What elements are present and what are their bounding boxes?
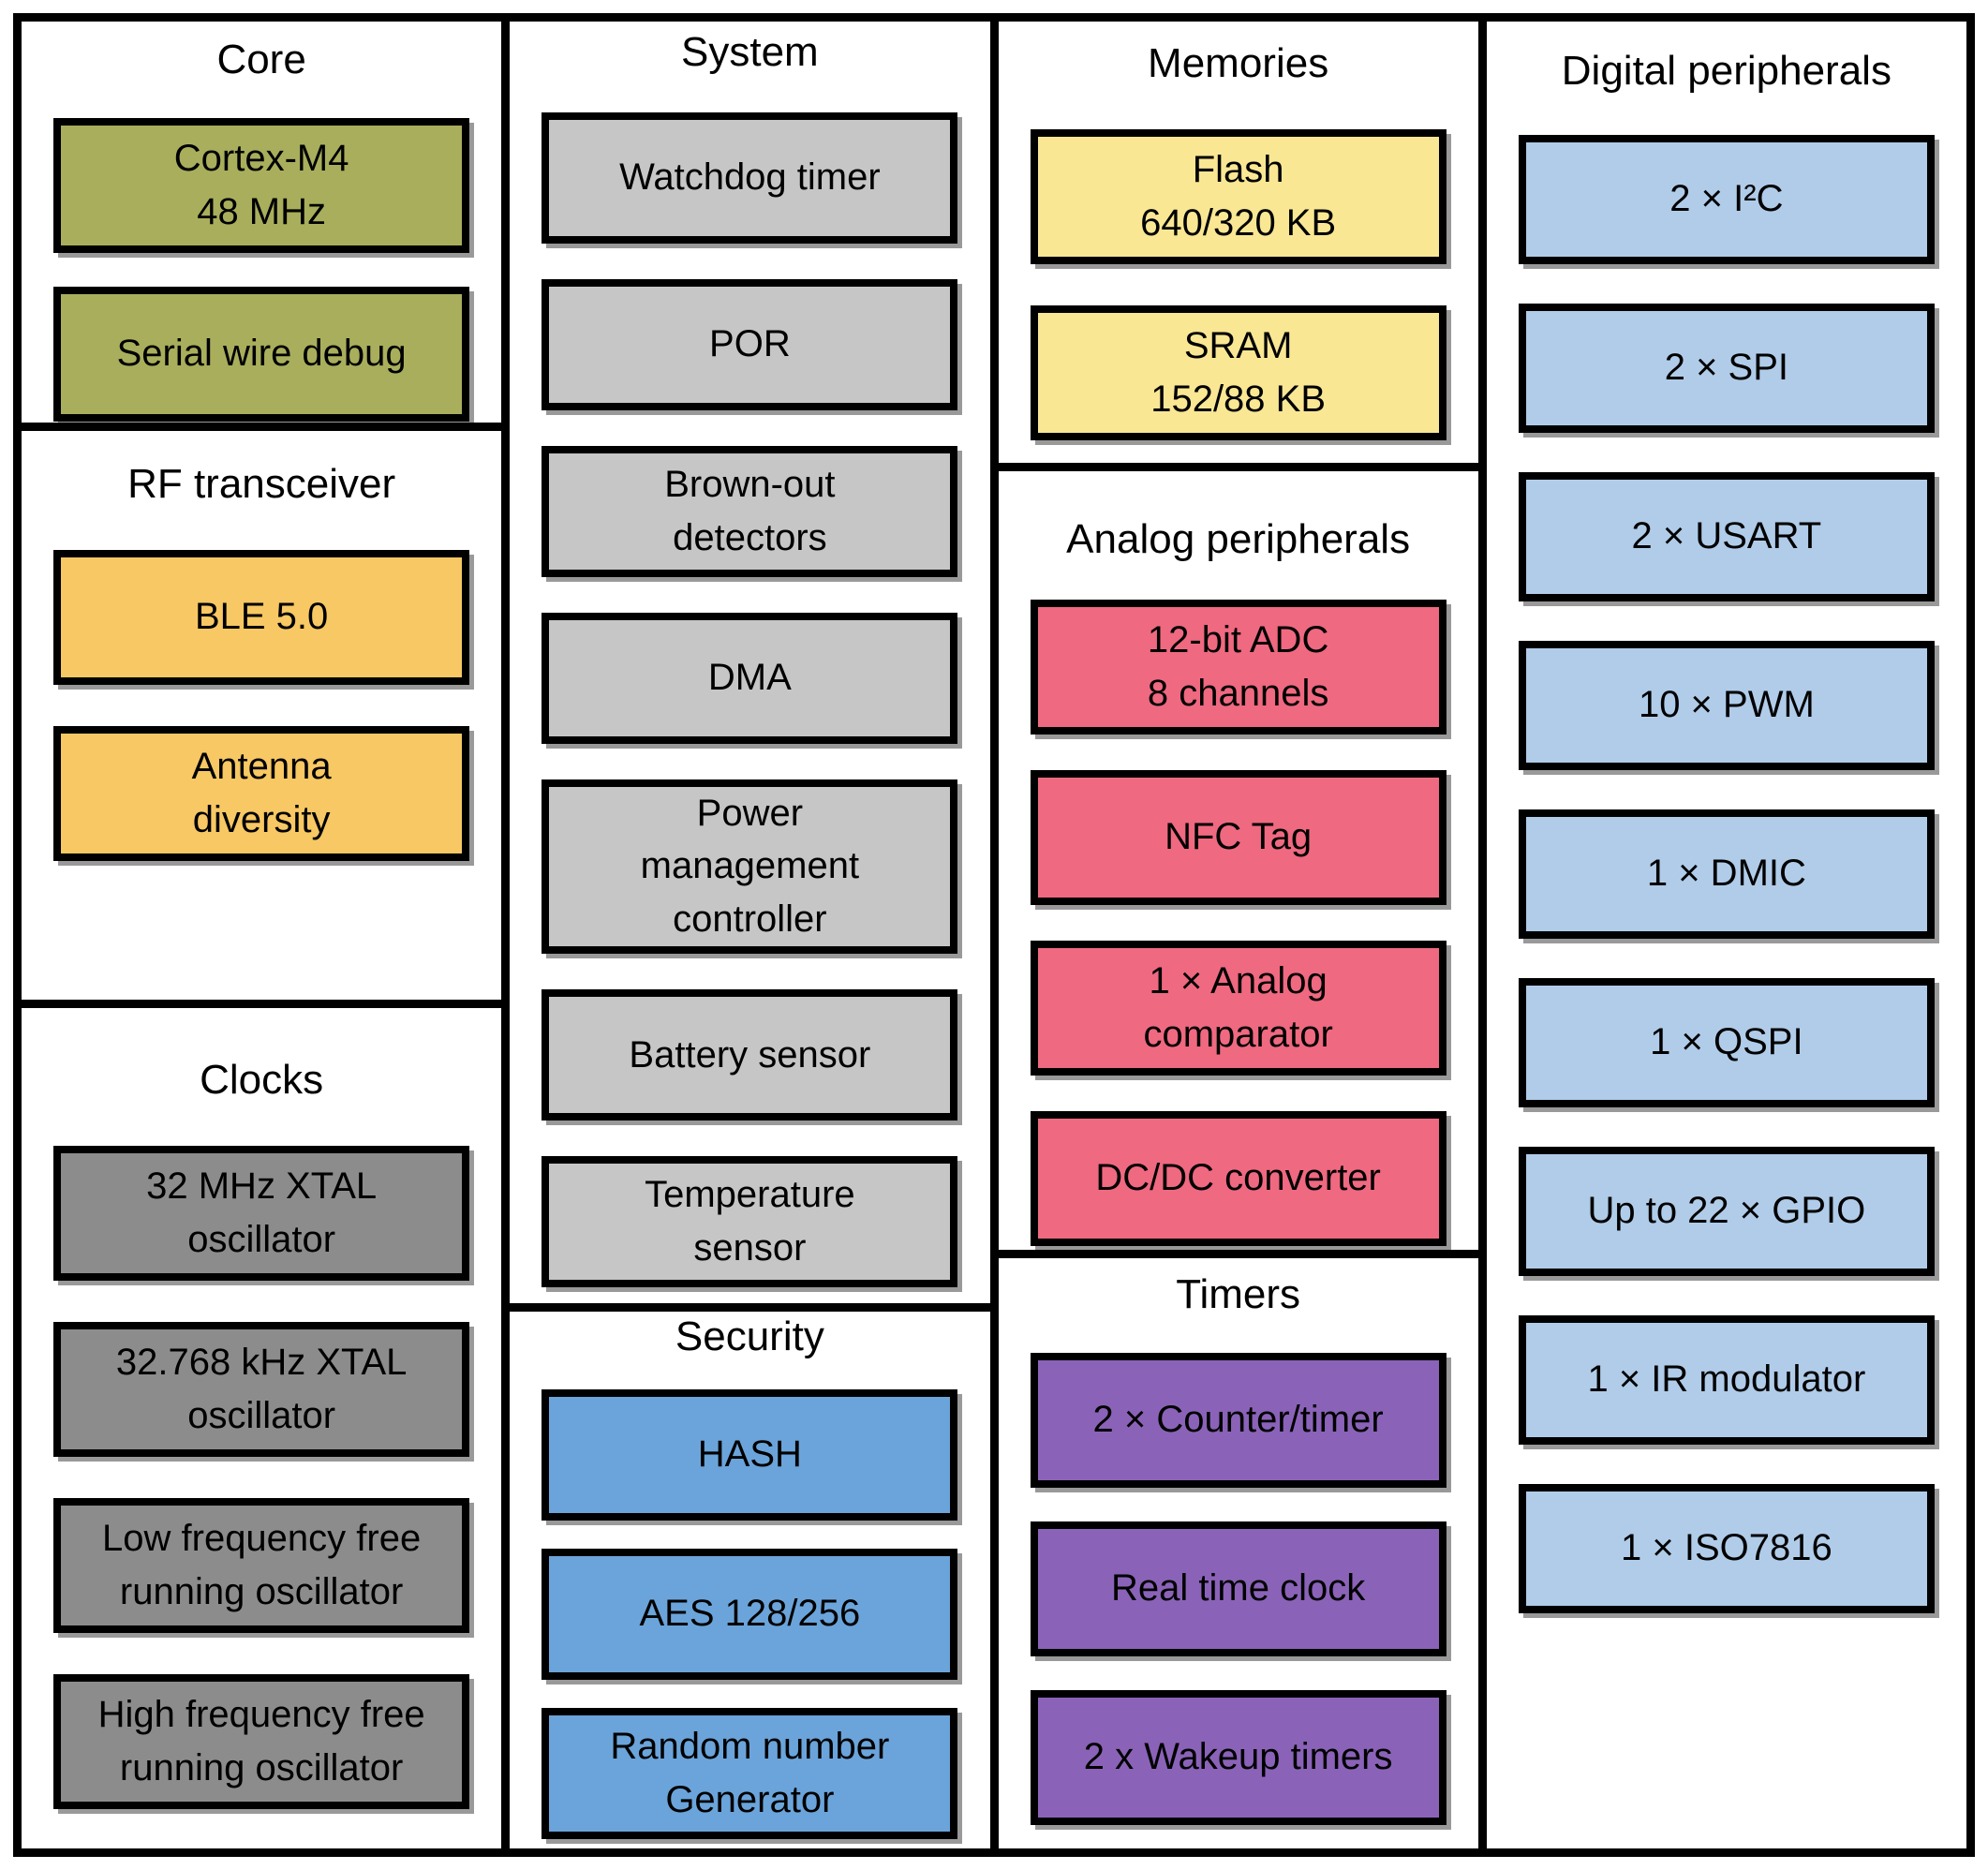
section-title-memories: Memories — [1148, 40, 1329, 86]
block-1-qspi: 1 × QSPI — [1518, 977, 1935, 1107]
block-aes-128-256: AES 128/256 — [542, 1548, 958, 1680]
block-2-spi: 2 × SPI — [1518, 303, 1935, 433]
block-por: POR — [542, 278, 958, 410]
block-brown-out-detectors: Brown-out detectors — [542, 445, 958, 577]
block-low-frequency-free-running-oscillator: Low frequency free running oscillator — [53, 1497, 470, 1633]
block-2-i2c: 2 × I²C — [1518, 134, 1935, 264]
block-12-bit-adc-8-channels: 12-bit ADC 8 channels — [1030, 599, 1446, 735]
block-watchdog-timer: Watchdog timer — [542, 111, 958, 244]
block-sram-152-88-kb: SRAM 152/88 KB — [1030, 304, 1446, 440]
block-1-analog-comparator: 1 × Analog comparator — [1030, 940, 1446, 1076]
block-antenna-diversity: Antenna diversity — [53, 725, 470, 861]
section-title-rf-transceiver: RF transceiver — [127, 461, 396, 507]
block-cortex-m4-48-mhz: Cortex-M4 48 MHz — [53, 117, 470, 253]
column-4: Digital peripherals 2 × I²C 2 × SPI 2 × USA… — [1477, 13, 1975, 1857]
section-title-digital-peripherals: Digital peripherals — [1561, 48, 1892, 94]
section-digital-peripherals: Digital peripherals 2 × I²C 2 × SPI 2 × USA… — [1477, 13, 1975, 1857]
block-up-to-22-gpio: Up to 22 × GPIO — [1518, 1146, 1935, 1276]
block-2-usart: 2 × USART — [1518, 471, 1935, 601]
block-hash: HASH — [542, 1388, 958, 1521]
block-2-counter-timer: 2 × Counter/timer — [1030, 1352, 1446, 1488]
section-title-system: System — [681, 29, 819, 75]
section-title-clocks: Clocks — [200, 1057, 324, 1103]
block-flash-640-320-kb: Flash 640/320 KB — [1030, 128, 1446, 264]
block-1-ir-modulator: 1 × IR modulator — [1518, 1314, 1935, 1445]
section-title-core: Core — [216, 37, 306, 82]
block-battery-sensor: Battery sensor — [542, 988, 958, 1121]
block-power-management-controller: Power management controller — [542, 779, 958, 954]
section-title-timers: Timers — [1176, 1271, 1301, 1317]
block-nfc-tag: NFC Tag — [1030, 769, 1446, 905]
block-32-768-khz-xtal-oscillator: 32.768 kHz XTAL oscillator — [53, 1321, 470, 1457]
block-random-number-generator: Random number Generator — [542, 1707, 958, 1839]
block-temperature-sensor: Temperature sensor — [542, 1155, 958, 1287]
block-high-frequency-free-running-oscillator: High frequency free running oscillator — [53, 1673, 470, 1809]
block-dma: DMA — [542, 612, 958, 744]
block-1-iso7816: 1 × ISO7816 — [1518, 1483, 1935, 1613]
block-real-time-clock: Real time clock — [1030, 1521, 1446, 1656]
block-ble-5-0: BLE 5.0 — [53, 549, 470, 685]
block-1-dmic: 1 × DMIC — [1518, 809, 1935, 939]
section-title-security: Security — [675, 1313, 824, 1359]
block-2-x-wakeup-timers: 2 x Wakeup timers — [1030, 1689, 1446, 1825]
block-10-pwm: 10 × PWM — [1518, 640, 1935, 770]
section-clocks: Clocks 32 MHz XTAL oscillator 32.768 kHz X… — [13, 1000, 511, 1857]
block-serial-wire-debug: Serial wire debug — [53, 286, 470, 422]
section-title-analog-peripherals: Analog peripherals — [1066, 516, 1411, 562]
block-32-mhz-xtal-oscillator: 32 MHz XTAL oscillator — [53, 1145, 470, 1281]
block-dc-dc-converter: DC/DC converter — [1030, 1110, 1446, 1246]
